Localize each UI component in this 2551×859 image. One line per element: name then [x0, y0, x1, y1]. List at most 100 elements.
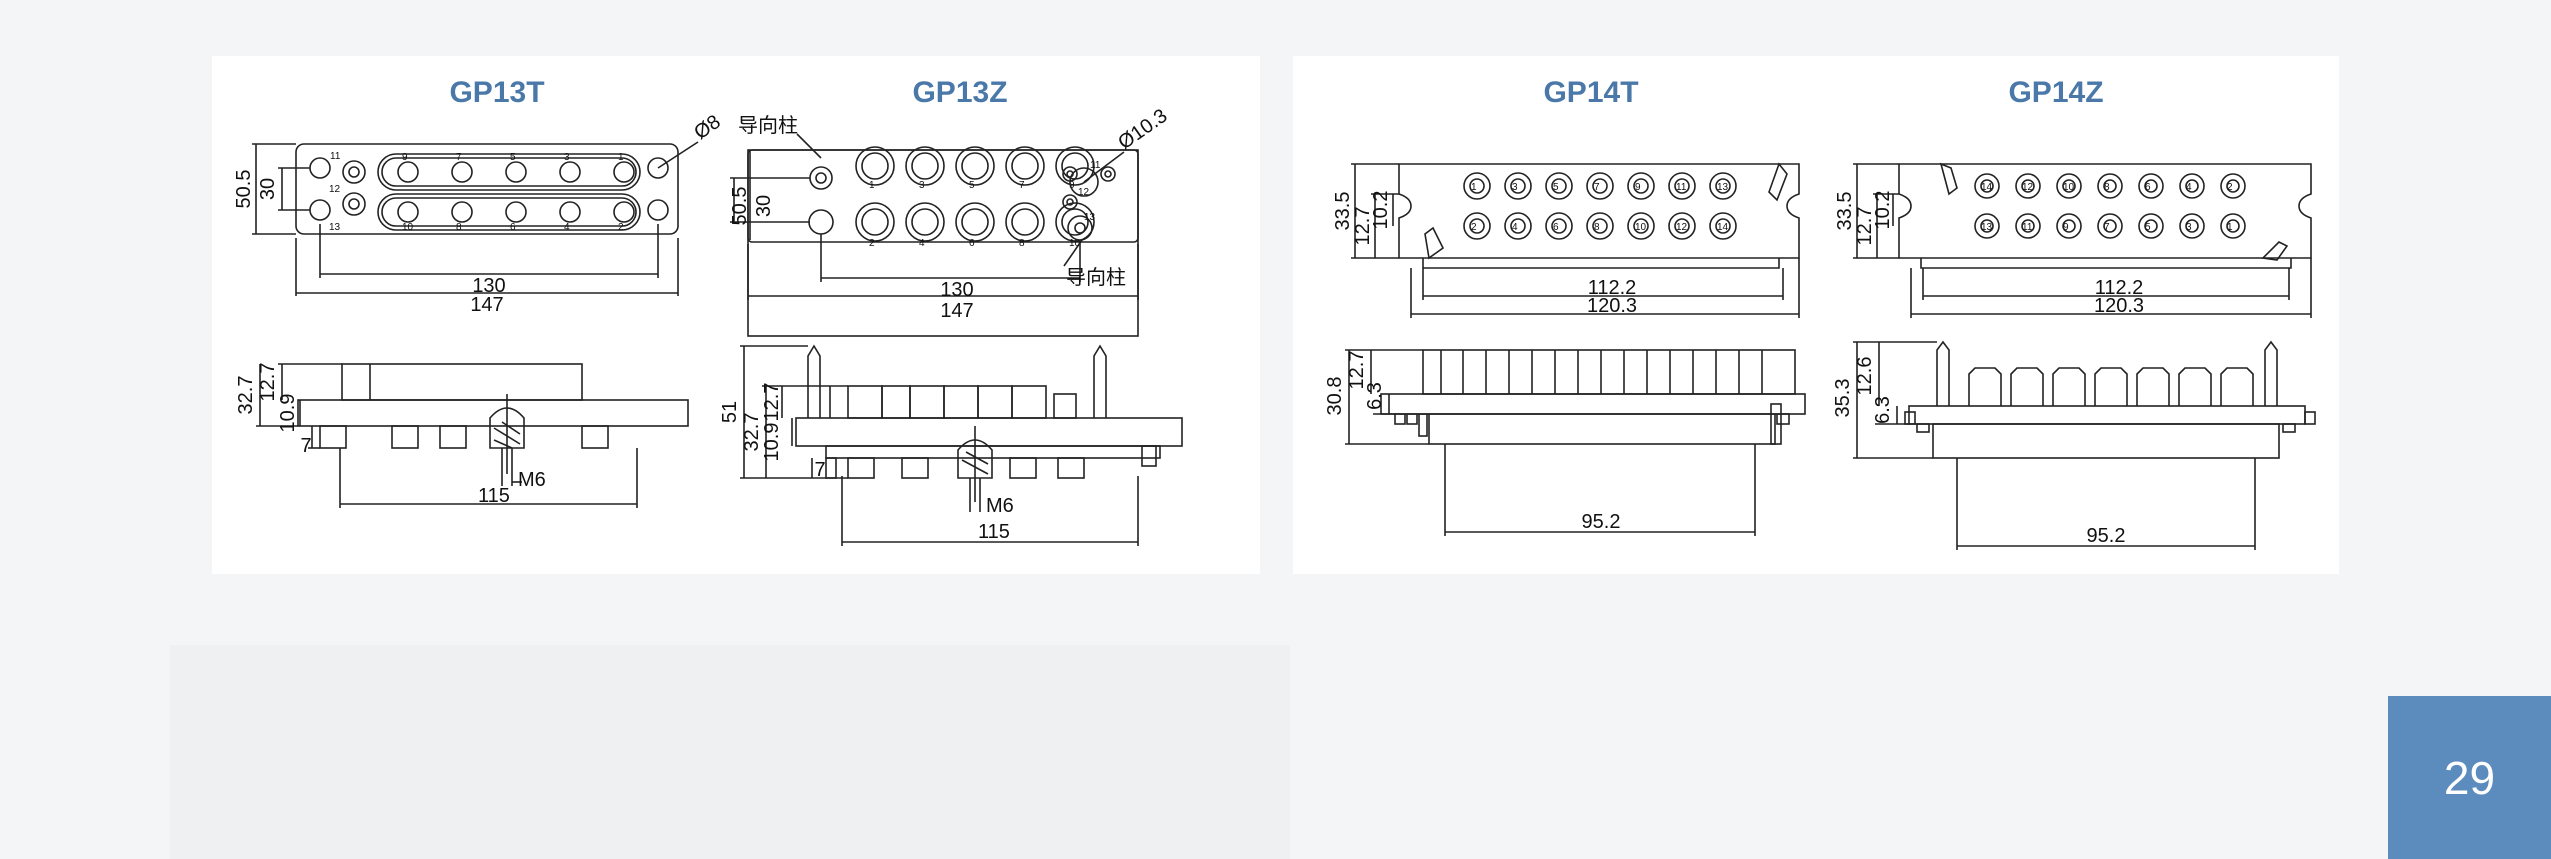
gp13t-height: 50.5 [233, 170, 255, 209]
contact-sleeve [855, 202, 895, 242]
contact-pin [1668, 172, 1696, 200]
contact-pin [961, 208, 989, 236]
contact-pin [861, 152, 889, 180]
contact-pin [1545, 212, 1573, 240]
gp13t-side-width: 115 [478, 485, 510, 507]
contact-core [1469, 218, 1485, 234]
contact-pin [613, 201, 635, 223]
contact-core [1674, 178, 1690, 194]
contact-core [1551, 178, 1567, 194]
gp13t-width-outer: 147 [470, 294, 503, 316]
pin-number-label: 8 [1019, 238, 1025, 249]
contact-pin [1463, 212, 1491, 240]
gp13z-side-top: 12.7 [761, 383, 783, 422]
contact-pin [911, 152, 939, 180]
contact-core [2103, 219, 2117, 233]
contact-core [2226, 179, 2240, 193]
gp14z-side-top: 12.6 [1854, 357, 1876, 396]
contact-cap [1968, 367, 2002, 406]
gp13z-height: 50.5 [729, 187, 751, 226]
pin-number-label: 6 [510, 222, 516, 233]
pin-number-label: 3 [919, 180, 925, 191]
pin-number-label: 6 [2145, 182, 2151, 193]
gp13t-width-inner: 130 [472, 275, 505, 297]
gp14t-height-inner: 10.2 [1370, 191, 1392, 230]
pin-number-label: 11 [2022, 222, 2033, 233]
pin-number-label: 7 [1594, 182, 1600, 193]
gp14t-height-mid: 12.7 [1352, 207, 1374, 246]
gp14t-width-outer: 120.3 [1587, 295, 1637, 317]
page-number-badge: 29 [2388, 696, 2551, 859]
gp13t-side-view [256, 363, 689, 508]
contact-core [1510, 218, 1526, 234]
gp14t-height-total: 33.5 [1332, 192, 1354, 231]
pin-number-label: 14 [1717, 222, 1729, 233]
contact-core [1980, 179, 1994, 193]
contact-core [2062, 219, 2076, 233]
pin-number-label: 10 [1069, 238, 1081, 249]
contact-pin [1545, 172, 1573, 200]
gp13z-side-total: 51 [719, 401, 741, 423]
gp14z-side-width: 95.2 [2087, 525, 2126, 547]
contact-cap [2136, 367, 2170, 406]
contact-core [1980, 219, 1994, 233]
pin-number-label: 13 [1981, 222, 1993, 233]
gp13z-side-width: 115 [978, 521, 1010, 543]
pin-number-label: 14 [1981, 182, 1993, 193]
pin-number-label: 9 [1635, 182, 1641, 193]
contact-pin [397, 161, 419, 183]
gp13z-front-outline [747, 149, 1139, 243]
contact-core [2103, 179, 2117, 193]
pin-number-label: 4 [919, 238, 925, 249]
gp14z-title: GP14Z [2008, 76, 2104, 109]
contact-pin [451, 201, 473, 223]
contact-core [1510, 178, 1526, 194]
pin-number-label: 1 [618, 152, 624, 163]
contact-pin [613, 161, 635, 183]
gp13t-side-total: 32.7 [235, 376, 257, 415]
pin-number-label: 9 [1069, 180, 1075, 191]
contact-core [1633, 218, 1649, 234]
contact-pin [2138, 213, 2164, 239]
contact-sleeve [905, 202, 945, 242]
contact-pin [1586, 212, 1614, 240]
gp14z-width-inner: 112.2 [2095, 277, 2144, 299]
contact-pin [2015, 173, 2041, 199]
contact-pin [1061, 152, 1089, 180]
gp13z-width-inner: 130 [940, 279, 973, 301]
gp14t-side-view [1345, 349, 1806, 536]
contact-sleeve [905, 146, 945, 186]
contact-pin [505, 161, 527, 183]
gp14z-height-mid: 12.7 [1854, 207, 1876, 246]
contact-pin [559, 201, 581, 223]
contact-sleeve [1005, 202, 1045, 242]
gp14t-title: GP14T [1543, 76, 1639, 109]
contact-sleeve [1005, 146, 1045, 186]
pin-number-label: 8 [2104, 182, 2110, 193]
contact-pin [1011, 152, 1039, 180]
pin-number-label: 10 [402, 222, 414, 233]
contact-pin [2138, 173, 2164, 199]
gp13t-title: GP13T [449, 76, 545, 109]
contact-core [2021, 219, 2035, 233]
contact-core [1633, 178, 1649, 194]
gp14t-side-width: 95.2 [1582, 511, 1621, 533]
pin-number-label: 4 [1512, 222, 1518, 233]
gp13z-title: GP13Z [912, 76, 1008, 109]
gp13t-inner: 30 [257, 178, 279, 200]
gp14z-width-outer: 120.3 [2094, 295, 2144, 317]
pin-number-label: 10 [2063, 182, 2075, 193]
contact-pin [2097, 213, 2123, 239]
gp13t-side-mid: 10.9 [277, 394, 299, 433]
contact-pin [2179, 173, 2205, 199]
contact-cap [2094, 367, 2128, 406]
contact-pin [1709, 212, 1737, 240]
contact-pin [2015, 213, 2041, 239]
pin-number-label: 2 [618, 222, 624, 233]
pin-number-label: 4 [2186, 182, 2192, 193]
